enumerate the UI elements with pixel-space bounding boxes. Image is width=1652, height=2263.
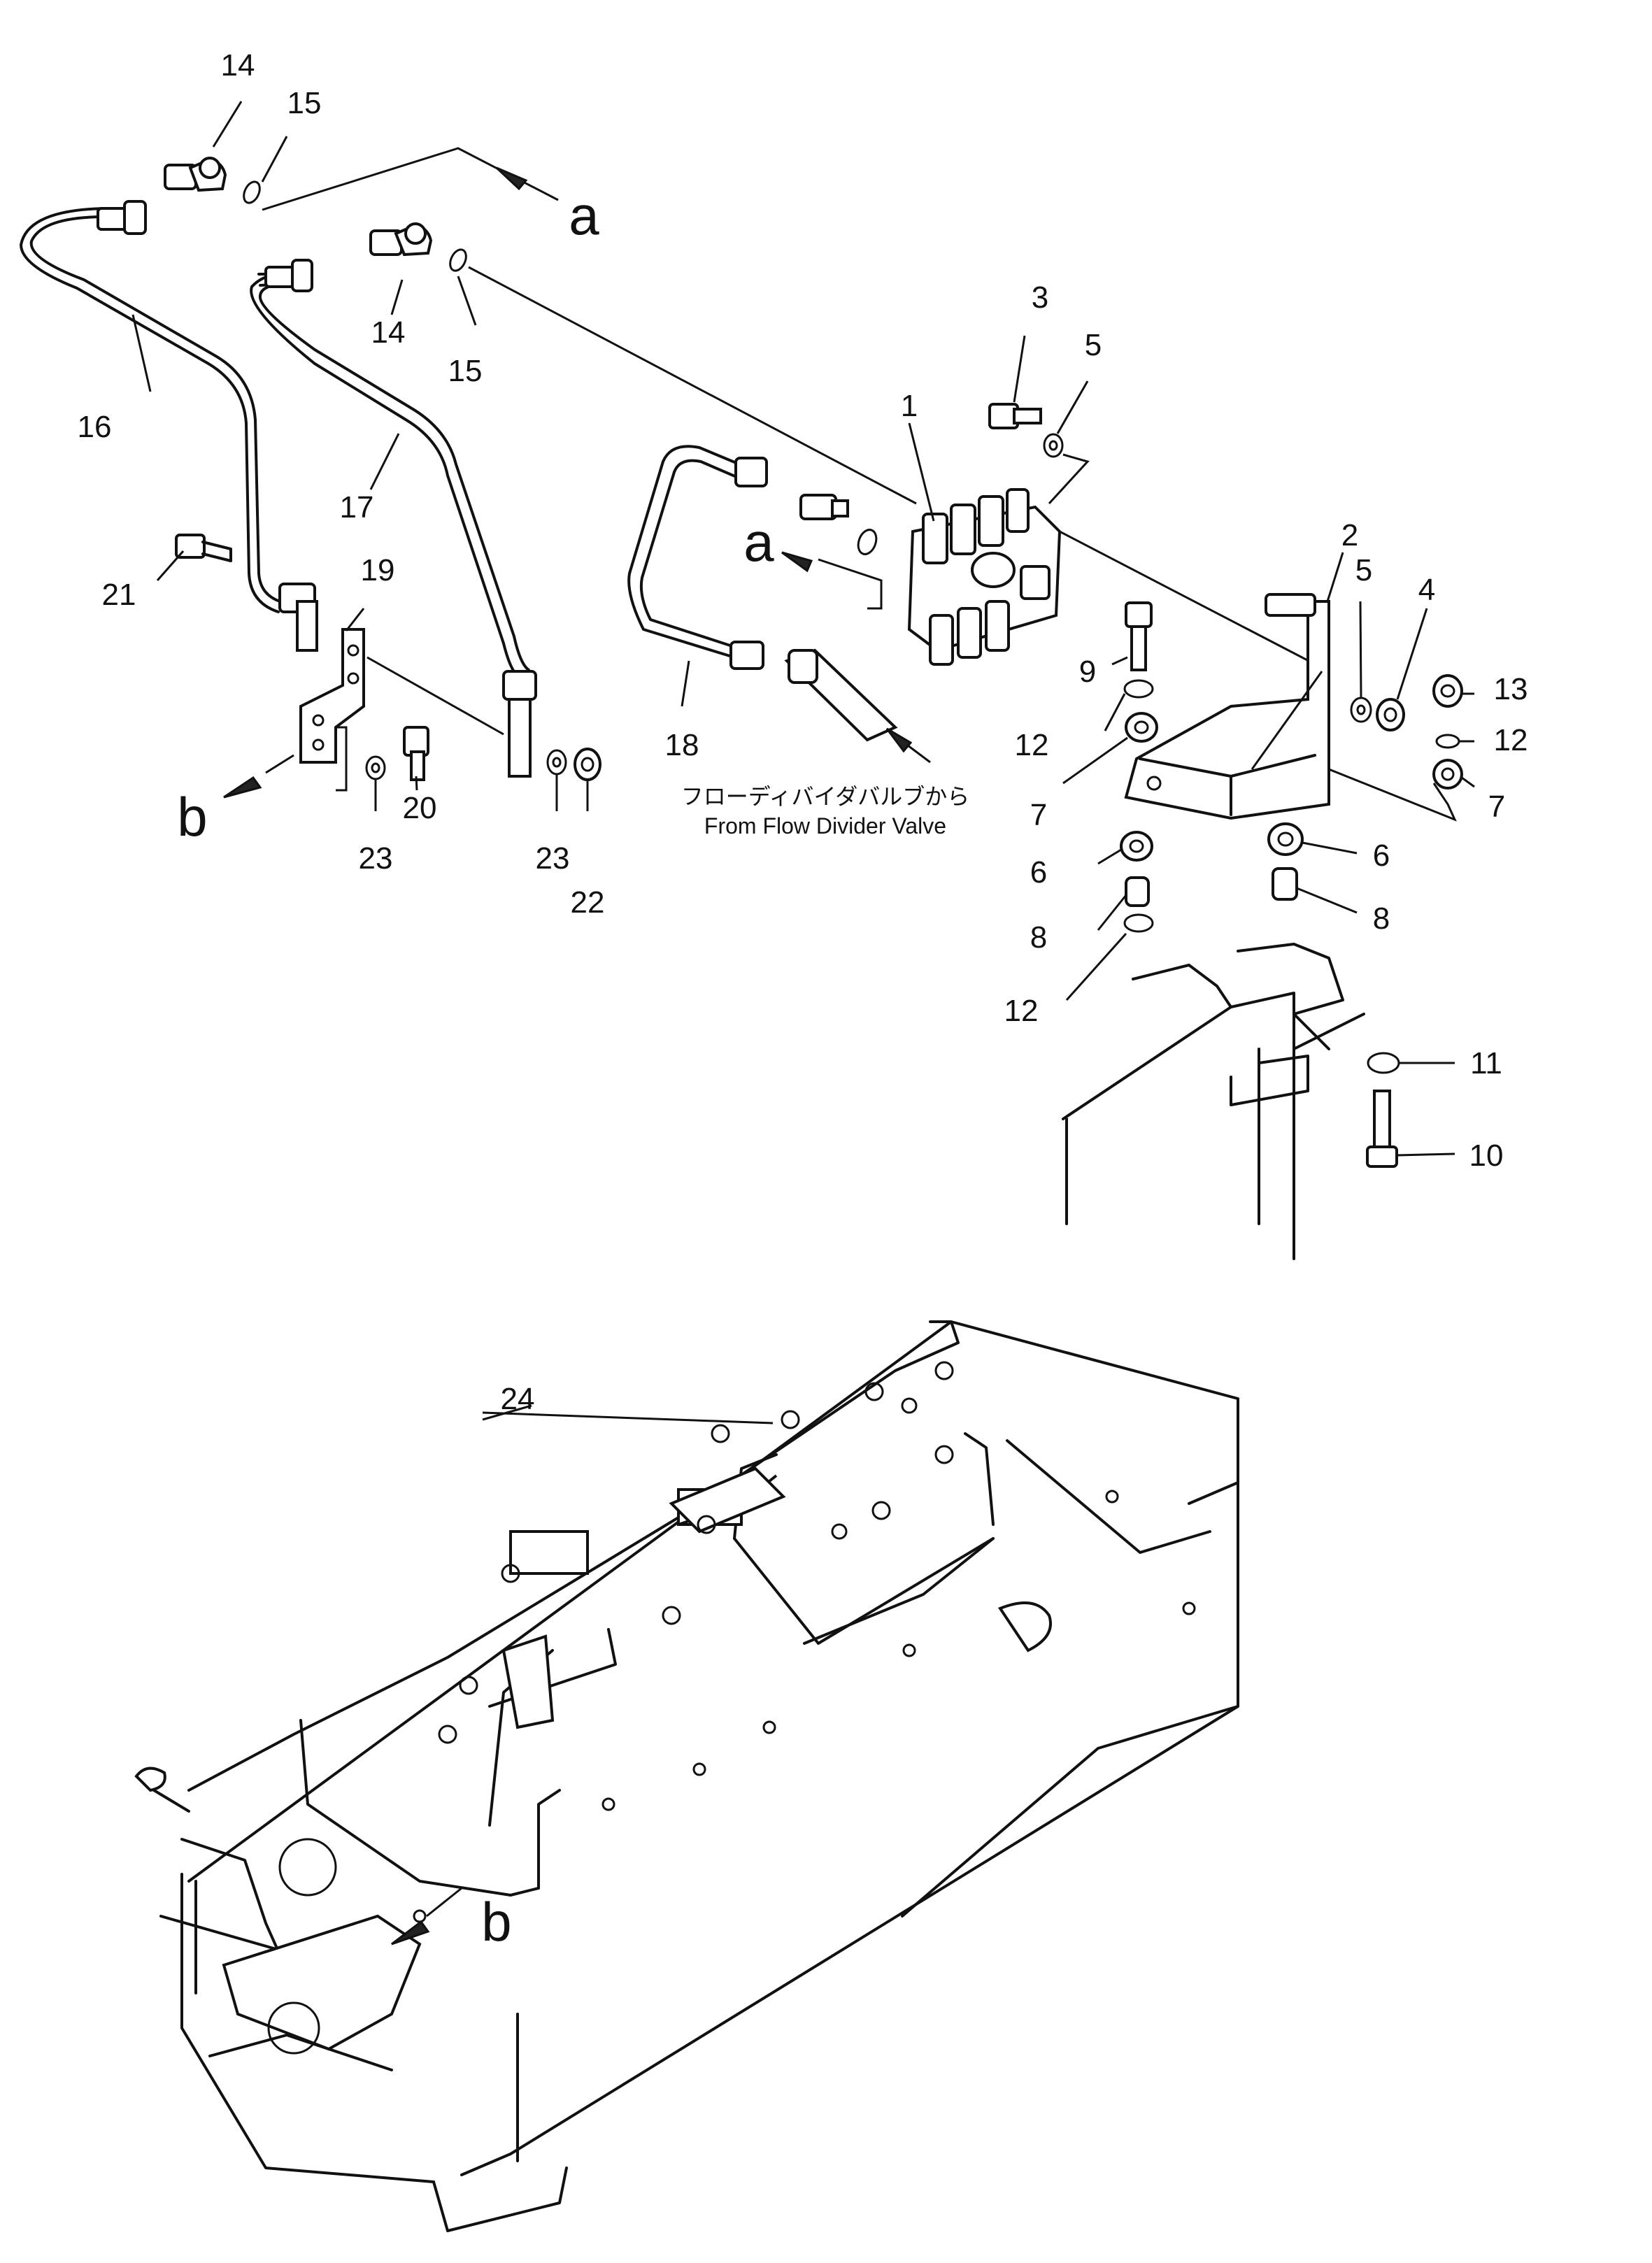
callout-18: 18	[665, 728, 699, 762]
frame-top-edge	[482, 1411, 774, 1425]
callout-20: 20	[403, 791, 437, 825]
washer-12-upper	[1123, 679, 1154, 699]
callout-21: 21	[102, 578, 136, 612]
callout-23a: 23	[359, 841, 393, 876]
bracket-2	[1124, 593, 1330, 820]
main-frame-24	[134, 1320, 1239, 2232]
callout-7b: 7	[1488, 790, 1505, 824]
callout-10: 10	[1469, 1138, 1504, 1173]
callout-3: 3	[1032, 280, 1048, 315]
note-japanese: フローディバイダバルブから	[681, 784, 969, 809]
valve-mount-line	[1059, 530, 1330, 673]
o-ring-15-upper	[243, 180, 261, 204]
ref-b-line-frame	[426, 1887, 462, 1918]
callout-9: 9	[1079, 655, 1096, 689]
bracket-guide-line	[336, 726, 348, 792]
washer-23-right	[546, 749, 567, 776]
hose-18	[627, 445, 898, 742]
mount-6-left	[1120, 831, 1153, 862]
ref-b-arrow-frame	[391, 1920, 430, 1946]
washer-12-right	[1435, 734, 1460, 749]
elbow-fitting-14-upper	[164, 157, 227, 192]
callout-2: 2	[1341, 518, 1358, 552]
hose-16	[20, 200, 318, 652]
mount-6-right	[1267, 822, 1304, 856]
valve-bolt-guide	[1048, 453, 1090, 505]
mount-7-left	[1125, 712, 1158, 743]
callout-23b: 23	[536, 841, 570, 876]
ref-b-left: b	[177, 786, 207, 848]
ref-a-upper: a	[569, 185, 599, 246]
nut-4	[1376, 698, 1405, 731]
ref-a-line-valve	[818, 558, 883, 610]
bracket-link-line	[366, 656, 504, 736]
callout-17: 17	[340, 490, 374, 524]
ref-b-line-left	[265, 754, 294, 774]
pipe-connect-line	[468, 266, 917, 505]
hose-17	[250, 259, 537, 778]
ref-b-arrow-left	[223, 776, 262, 799]
reference-letters: a a b b	[177, 185, 774, 1953]
washer-12-lower	[1123, 913, 1154, 933]
nut-13	[1432, 674, 1463, 708]
clamp-bolt-21	[175, 534, 232, 562]
bolt-20	[403, 726, 429, 781]
callout-15b: 15	[448, 354, 483, 388]
leader-24	[482, 1404, 532, 1421]
control-valve-1	[907, 488, 1062, 666]
callout-14b: 14	[371, 315, 406, 350]
mount-right-guide	[1328, 768, 1457, 822]
flow-divider-note: フローディバイダバルブから From Flow Divider Valve	[681, 784, 969, 838]
callout-16: 16	[78, 410, 112, 444]
callout-15a: 15	[287, 86, 322, 120]
note-english: From Flow Divider Valve	[704, 813, 946, 838]
o-ring-valve	[857, 529, 878, 555]
washer-11	[1367, 1052, 1400, 1074]
callout-12b: 12	[1004, 994, 1039, 1028]
callout-leaders	[131, 101, 1475, 1157]
ref-a-valve: a	[743, 511, 774, 573]
callout-1: 1	[901, 389, 918, 423]
callout-12a: 12	[1015, 728, 1049, 762]
o-ring-15-lower	[449, 248, 467, 272]
ref-a-arrow-valve	[781, 551, 813, 573]
callout-24: 24	[501, 1382, 535, 1416]
adapter-fitting	[799, 494, 849, 520]
callout-19: 19	[361, 553, 395, 587]
callout-8b: 8	[1373, 901, 1390, 936]
washer-23-left	[365, 755, 386, 780]
elbow-fitting-14-lower	[369, 222, 433, 257]
nut-22	[574, 748, 601, 781]
callout-8a: 8	[1030, 920, 1047, 955]
callout-5a: 5	[1085, 328, 1102, 362]
callout-11: 11	[1470, 1046, 1502, 1080]
callout-14a: 14	[221, 48, 255, 83]
callout-7a: 7	[1030, 798, 1047, 832]
ref-a-arrow-upper	[495, 166, 528, 191]
callout-numbers: 14 15 14 15 16 17 19 21 20 23 23 22 18 1…	[78, 48, 1528, 1416]
mount-7-right	[1432, 759, 1463, 790]
spacer-8-left	[1125, 876, 1150, 907]
bolt-3	[988, 403, 1042, 429]
washer-5-valve	[1043, 433, 1064, 458]
callout-4: 4	[1418, 573, 1435, 607]
callout-22: 22	[571, 885, 605, 920]
callout-6a: 6	[1030, 855, 1047, 890]
callout-5b: 5	[1355, 553, 1372, 587]
spacer-8-right	[1272, 867, 1298, 901]
washer-5-bracket	[1350, 697, 1372, 723]
flow-divider-arrow	[885, 727, 913, 753]
ref-b-frame: b	[481, 1891, 511, 1953]
callout-12c: 12	[1494, 723, 1528, 757]
frame-mount-section	[1062, 943, 1365, 1260]
bolt-10	[1366, 1090, 1398, 1168]
callout-6b: 6	[1373, 838, 1390, 873]
bracket-19	[299, 628, 365, 764]
callout-13: 13	[1494, 672, 1528, 706]
bolt-9	[1125, 601, 1153, 671]
